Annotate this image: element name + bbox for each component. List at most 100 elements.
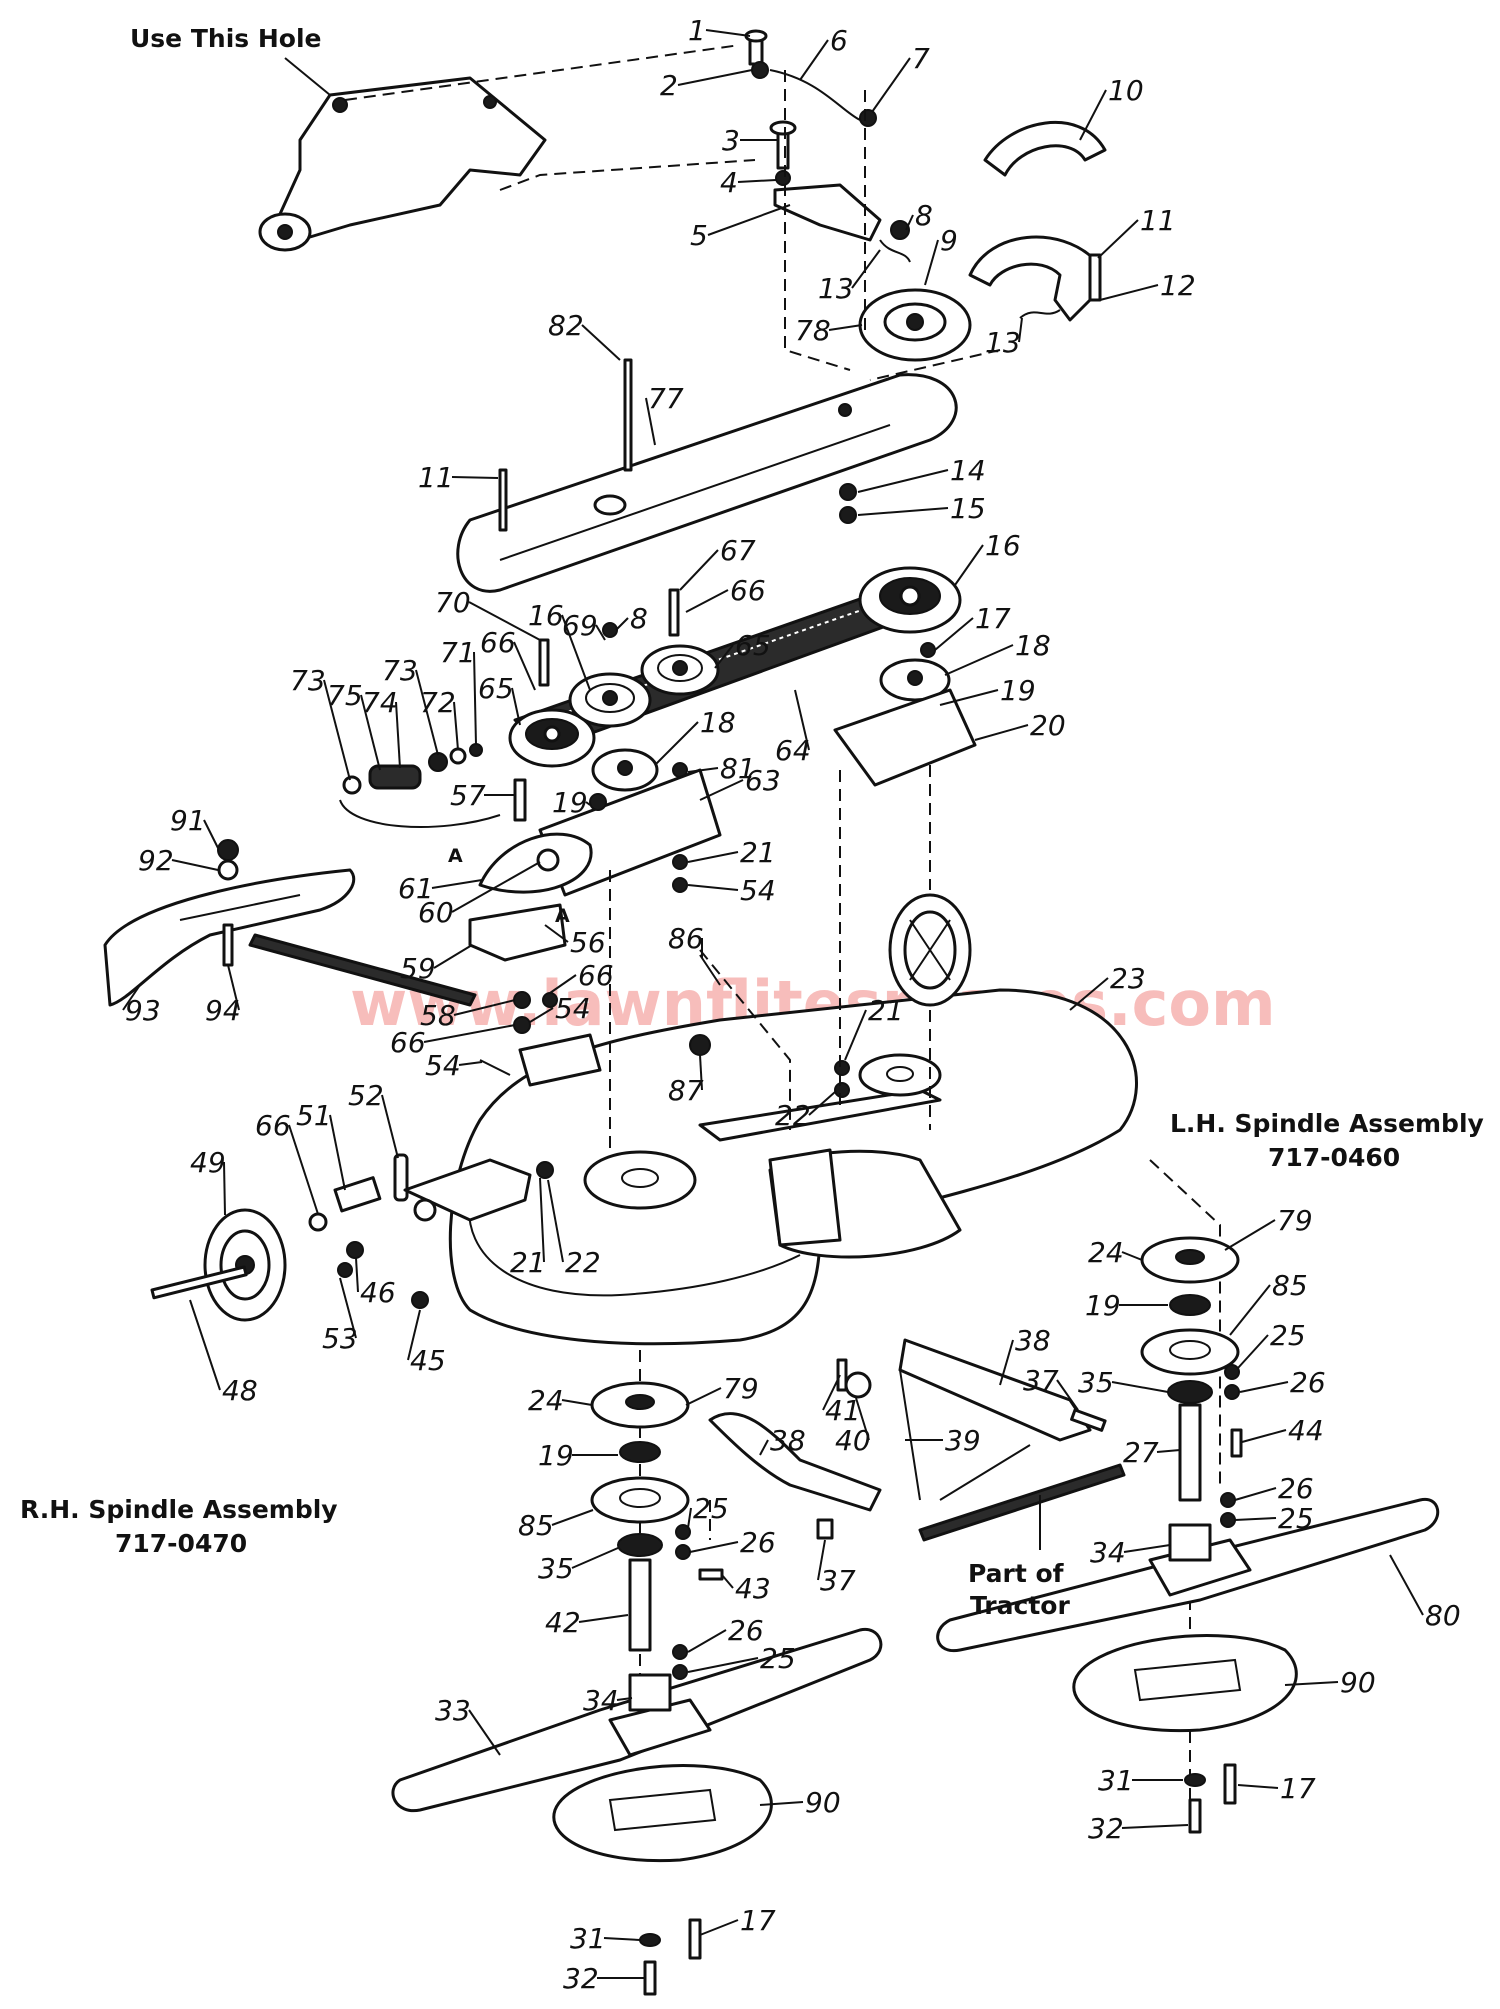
callout-64: 64	[775, 734, 811, 767]
belt-guard-10	[983, 120, 1107, 177]
callout-9: 9	[940, 224, 958, 257]
leader-c22b	[547, 1179, 564, 1263]
washer-21c	[536, 1161, 554, 1179]
rh-spindle-stack	[391, 1381, 883, 1996]
leader-c14	[857, 469, 949, 493]
lh-spindle-title: L.H. Spindle Assembly	[1170, 1109, 1484, 1138]
leader-c40	[855, 1397, 870, 1441]
callout-34b: 34	[583, 1684, 619, 1717]
callout-8a: 8	[915, 199, 933, 232]
bracket-guide-line	[344, 44, 756, 191]
leader-c26d	[687, 1629, 727, 1653]
callout-90a: 90	[1340, 1666, 1376, 1699]
bolt-70	[538, 638, 550, 687]
callout-31b: 31	[570, 1922, 606, 1955]
leader-c87	[699, 1054, 703, 1091]
washer-21b	[834, 1060, 850, 1076]
leader-c51	[329, 1114, 346, 1191]
height-lever-52	[393, 1153, 532, 1222]
leader-c77	[645, 397, 656, 446]
callout-48: 48	[222, 1374, 258, 1407]
callout-19b: 19	[552, 786, 588, 819]
idler-arm-assembly	[744, 29, 972, 362]
leader-c37b	[817, 1539, 826, 1581]
bolt-67	[668, 588, 680, 637]
leader-c72	[453, 701, 459, 751]
leader-c66a	[685, 589, 729, 613]
spring-13b	[1019, 309, 1061, 319]
callout-32a: 32	[1088, 1812, 1124, 1845]
leader-c26a	[689, 1541, 739, 1553]
nut-25b	[672, 1664, 688, 1680]
callout-numbers: 1 2 3 4 5 6 7 8 9 10 11 12 13 13 78 82 7…	[125, 14, 1461, 1995]
callout-13a: 13	[818, 272, 854, 305]
callout-15: 15	[950, 492, 986, 525]
leader-c64	[794, 689, 810, 751]
leader-c91	[203, 819, 219, 849]
belt-cover-77	[456, 373, 958, 593]
leader-c73b	[415, 669, 439, 756]
callout-66c: 66	[578, 959, 614, 992]
screw-82	[623, 358, 633, 472]
callout-20: 20	[1030, 709, 1066, 742]
callout-54c: 54	[425, 1049, 461, 1082]
nut-8b	[602, 622, 618, 638]
callout-70: 70	[435, 586, 471, 619]
bolt-86	[699, 954, 721, 986]
key-43	[698, 1568, 724, 1581]
callout-91: 91	[170, 804, 206, 837]
bearing-35a	[617, 1533, 663, 1557]
callout-13b: 13	[985, 326, 1021, 359]
blade-guard-90a	[1072, 1634, 1298, 1733]
callout-39: 39	[945, 1424, 981, 1457]
callout-25c: 25	[1270, 1319, 1306, 1352]
washer-4	[775, 170, 791, 186]
callout-57: 57	[450, 779, 486, 812]
leader-c48	[189, 1299, 221, 1391]
callout-38a: 38	[1015, 1324, 1051, 1357]
callout-79b: 79	[1277, 1204, 1313, 1237]
nut-91	[217, 839, 239, 861]
leader-c17c	[699, 1919, 739, 1936]
callout-5: 5	[690, 219, 708, 252]
leader-c5	[707, 204, 791, 236]
rh-spindle-title: R.H. Spindle Assembly	[20, 1495, 338, 1524]
leader-c25d	[687, 1657, 759, 1673]
bolt-17b	[1223, 1763, 1237, 1805]
adapter-hub-lh	[1168, 1523, 1212, 1562]
bolt-94	[222, 923, 234, 967]
callout-26b: 26	[1278, 1472, 1314, 1505]
washer-66e	[308, 1212, 328, 1232]
callout-31a: 31	[1098, 1764, 1134, 1797]
bolt-32b	[643, 1960, 657, 1996]
leader-c13a	[851, 249, 881, 289]
tension-rod-assembly	[339, 743, 501, 828]
spindle-housing-85b	[1140, 1328, 1240, 1376]
washer-92	[217, 859, 239, 881]
callout-26d: 26	[728, 1614, 764, 1647]
callout-65a: 65	[735, 629, 771, 662]
bolt-87	[689, 1034, 711, 1056]
leader-c27	[1156, 1449, 1181, 1453]
washer-26a	[675, 1544, 691, 1560]
callout-21c: 21	[510, 1246, 546, 1279]
washer-31b	[639, 1933, 661, 1947]
bolt-17a	[920, 642, 936, 658]
leader-c21c	[539, 1177, 545, 1263]
callout-63: 63	[745, 764, 781, 797]
leader-c33	[468, 1709, 501, 1756]
callout-12: 12	[1160, 269, 1196, 302]
leader-c13b	[1018, 317, 1023, 343]
leader-c92	[171, 859, 219, 871]
callout-43: 43	[735, 1572, 771, 1605]
washer-14	[839, 483, 857, 501]
use-this-hole-note: Use This Hole	[130, 24, 321, 53]
lh-spindle-number: 717-0460	[1268, 1143, 1400, 1172]
leader-c44	[1241, 1429, 1287, 1443]
leader-c35a	[571, 1547, 619, 1569]
callout-7: 7	[912, 42, 930, 75]
callout-54b: 54	[555, 992, 591, 1025]
leader-c17b	[1237, 1784, 1279, 1789]
leader-c4	[737, 179, 777, 183]
